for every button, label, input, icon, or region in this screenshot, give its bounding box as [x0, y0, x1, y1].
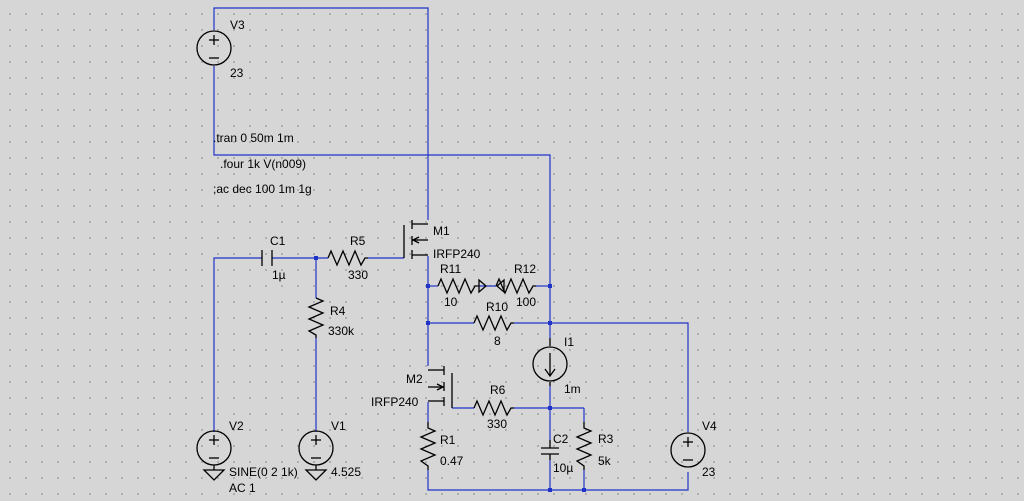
i1-name-label: I1 — [564, 335, 574, 349]
m1-value-label: IRFP240 — [433, 247, 481, 261]
wires — [213, 7, 689, 491]
r3-value-label: 5k — [598, 454, 612, 468]
r5-name-label: R5 — [350, 234, 366, 248]
m1-name-label: M1 — [433, 224, 450, 238]
junction-dot — [426, 321, 430, 325]
wire[interactable] — [213, 7, 429, 220]
v3-value-label: 23 — [230, 66, 244, 80]
junctions — [314, 256, 586, 492]
voltage-source-symbol — [670, 432, 706, 468]
r6-value-label: 330 — [487, 417, 507, 431]
c2-name-label: C2 — [553, 432, 569, 446]
r10-value-label: 8 — [494, 334, 501, 348]
wire[interactable] — [514, 322, 689, 432]
v2-value-label: SINE(0 2 1k) — [229, 465, 298, 479]
c1-value-label: 1µ — [272, 268, 286, 282]
junction-dot — [548, 321, 552, 325]
r1-name-label: R1 — [440, 433, 456, 447]
i1-value-label: 1m — [564, 382, 581, 396]
resistor-r4[interactable] — [307, 297, 325, 338]
r3-name-label: R3 — [598, 432, 614, 446]
resistor-r3[interactable] — [575, 422, 593, 470]
r11-value-label: 10 — [444, 295, 458, 309]
resistor-r5[interactable] — [327, 249, 368, 267]
resistor-r11[interactable] — [437, 277, 478, 295]
voltage-source-symbol — [196, 30, 232, 66]
junction-dot — [548, 284, 552, 288]
resistor-r1[interactable] — [419, 422, 437, 470]
voltage-source-v1[interactable] — [298, 430, 334, 481]
voltage-source-v2[interactable] — [196, 430, 232, 481]
r5-value-label: 330 — [348, 268, 368, 282]
v2-value2-label: AC 1 — [229, 481, 256, 495]
r1-value-label: 0.47 — [440, 454, 464, 468]
junction-dot — [548, 406, 552, 410]
current-source-i1[interactable] — [532, 338, 568, 386]
mosfet-m2[interactable] — [428, 366, 453, 408]
m2-name-label: M2 — [406, 372, 423, 386]
r6-name-label: R6 — [490, 383, 506, 397]
v3-name-label: V3 — [230, 18, 245, 32]
wire[interactable] — [427, 470, 689, 491]
resistor-r12[interactable] — [495, 277, 536, 295]
capacitor-c2[interactable] — [541, 440, 559, 460]
r12-value-label: 100 — [516, 295, 536, 309]
junction-dot — [314, 256, 318, 260]
current-source-symbol — [532, 346, 568, 382]
c1-name-label: C1 — [270, 234, 286, 248]
v1-name-label: V1 — [331, 419, 346, 433]
resistor-r6[interactable] — [473, 399, 514, 417]
junction-dot — [548, 488, 552, 492]
four-directive[interactable]: .four 1k V(n009) — [220, 157, 306, 171]
resistor-r10[interactable] — [473, 314, 514, 332]
mosfet-m1[interactable] — [403, 220, 428, 259]
v4-name-label: V4 — [702, 419, 717, 433]
v1-value-label: 4.525 — [331, 465, 361, 479]
junction-dot — [582, 488, 586, 492]
c2-value-label: 10µ — [553, 461, 573, 475]
voltage-source-v4[interactable] — [670, 432, 706, 468]
junction-dot — [426, 284, 430, 288]
voltage-source-v3[interactable] — [196, 30, 232, 66]
ground-icon — [304, 469, 328, 481]
wire[interactable] — [213, 257, 262, 432]
v4-value-label: 23 — [702, 465, 716, 479]
wire[interactable] — [213, 66, 551, 286]
capacitor-c1[interactable] — [261, 250, 273, 266]
r11-name-label: R11 — [440, 262, 461, 276]
r11-probe-arrow — [478, 278, 487, 294]
r12-name-label: R12 — [514, 262, 536, 276]
m2-value-label: IRFP240 — [371, 395, 419, 409]
r4-name-label: R4 — [330, 304, 346, 318]
v2-name-label: V2 — [229, 419, 244, 433]
ground-icon — [202, 469, 226, 481]
r10-name-label: R10 — [486, 300, 508, 314]
tran-directive[interactable]: .tran 0 50m 1m — [213, 131, 294, 145]
ac-directive[interactable]: ;ac dec 100 1m 1g — [213, 182, 312, 196]
r4-value-label: 330k — [328, 324, 355, 338]
